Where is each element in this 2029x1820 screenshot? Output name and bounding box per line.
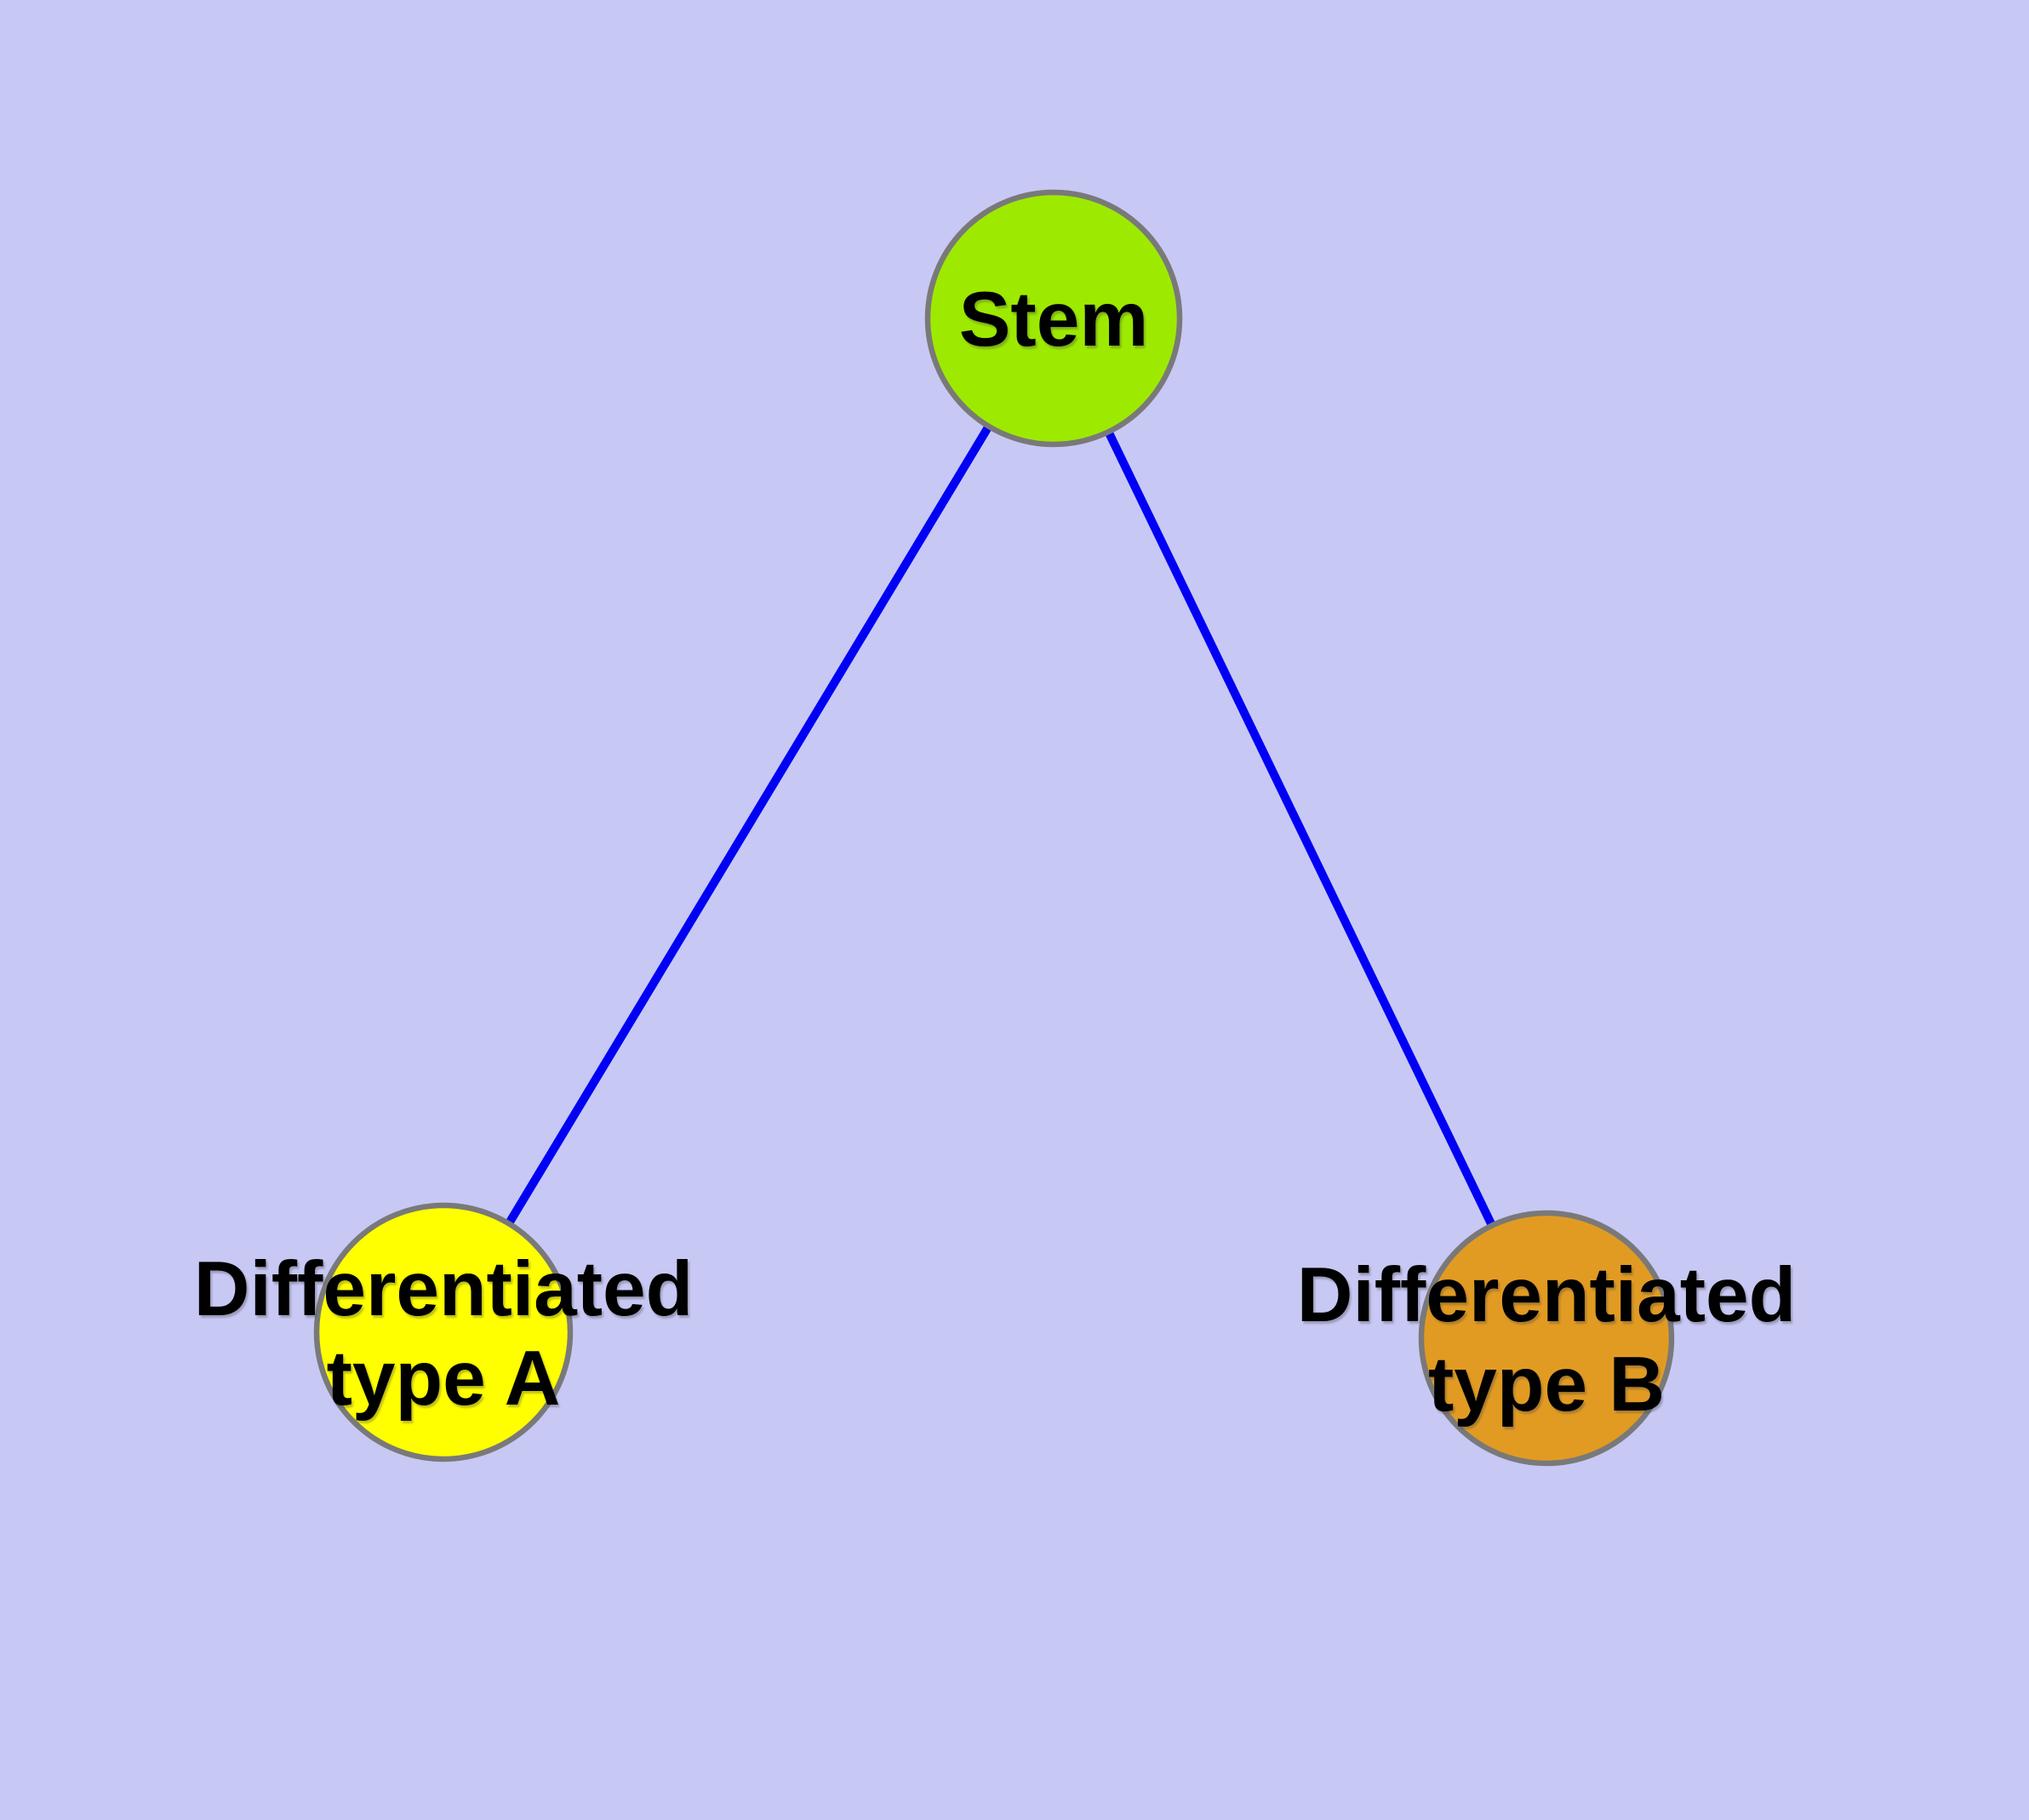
node-stem-label: Stem [959,277,1149,363]
node-type-b-label-line2: type B [1428,1342,1665,1428]
node-stem-circle [924,189,1183,448]
edge-stem-to-type-a [439,314,1058,1336]
node-type-a-label-line1: Differentiated [194,1246,694,1332]
node-type-a-label-line2: type A [327,1336,561,1422]
node-type-b-circle [1418,1210,1675,1467]
node-type-b-label-line1: Differentiated [1297,1252,1797,1338]
edge-stem-to-type-b [1049,314,1551,1342]
node-type-a-circle [313,1202,574,1462]
